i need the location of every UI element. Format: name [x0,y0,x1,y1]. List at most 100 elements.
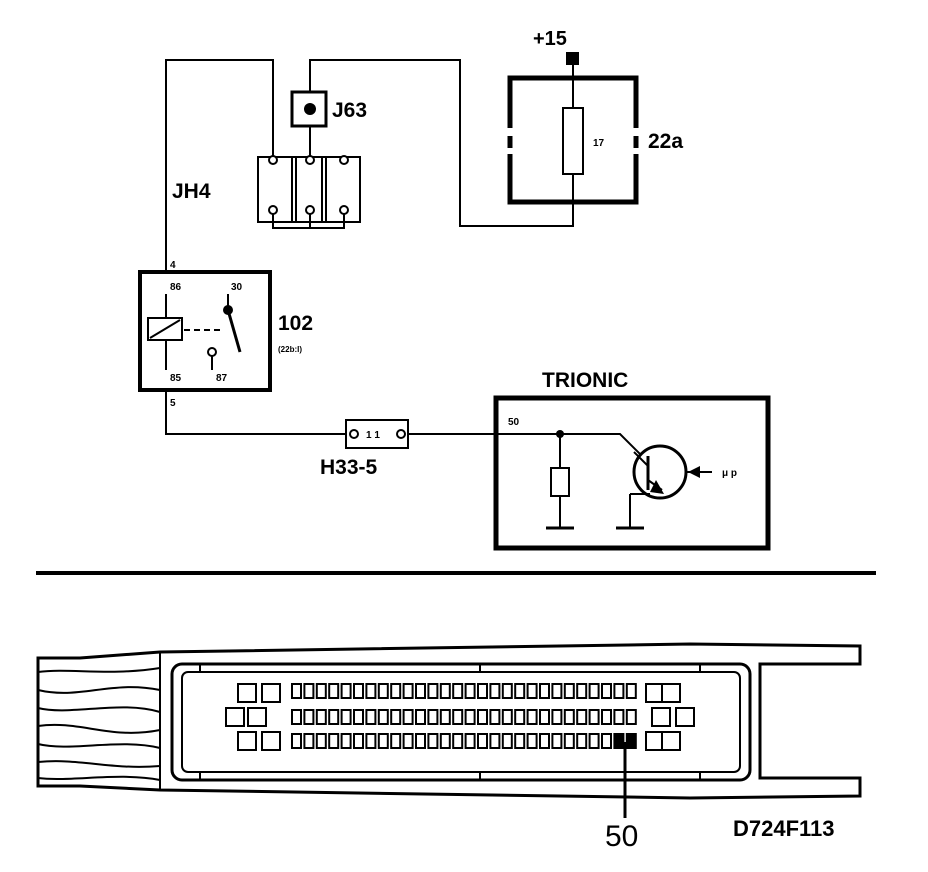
connector-pin [390,683,402,699]
connector-pin [390,709,402,725]
connector-pin [315,683,327,699]
connector-pin [291,709,302,725]
connector-pin [514,683,526,699]
plus15-terminal [566,52,579,65]
connector-pin [340,733,352,749]
connector-pin [588,709,600,725]
connector-cavity [661,731,681,751]
connector-pin [291,683,302,699]
connector-pin [588,683,600,699]
connector-pin [402,733,414,749]
connector-pin [365,733,377,749]
connector-cavity [661,683,681,703]
connector-pin [415,683,426,699]
trionic-node-dot [556,430,564,438]
connector-pin [291,733,302,749]
relay-pin-5: 5 [170,398,176,409]
connector-pin [613,683,625,699]
wire-j63-to-22a [309,59,574,227]
j63-label: J63 [332,99,367,122]
connector-pin [576,683,588,699]
connector-pin [328,709,340,725]
connector-cavity [651,707,671,727]
pin-50-label: 50 [605,820,638,853]
connector-pin [377,733,389,749]
connector-pin [625,683,637,699]
connector-pin [514,733,526,749]
connector-pin [563,683,575,699]
connector-pin [315,733,327,749]
connector-cavity [237,731,257,751]
connector-pin [539,683,550,699]
connector-pin [340,683,352,699]
connector-pin [501,709,513,725]
connector-pin [365,709,377,725]
connector-pin [340,709,352,725]
connector-pin [625,709,637,725]
connector-pin [328,733,340,749]
mu-p-label: μ p [722,468,737,479]
connector-pin [551,683,563,699]
connector-pin [427,709,439,725]
connector-pin [613,709,625,725]
relay-pin-30: 30 [231,282,243,293]
connector-pin [477,683,488,699]
relay-pin-87: 87 [216,373,228,384]
connector-pin [353,733,364,749]
relay-pin-85: 85 [170,373,182,384]
connector-cavity [237,683,257,703]
connector-pin [501,733,513,749]
connector-pin [415,709,426,725]
connector-pin [452,683,464,699]
transistor-arrow [650,480,664,494]
connector-pin [539,709,550,725]
wire-relay-to-h33 [165,390,348,435]
connector-pin [601,733,612,749]
connector-pin [365,683,377,699]
connector-pin [303,733,315,749]
connector-pin [427,733,439,749]
connector-pin [489,709,501,725]
connector-pin [501,683,513,699]
relay-contact-dot [223,305,233,315]
connector-pin [588,733,600,749]
connector-pin [353,683,364,699]
h33-inner-label: 1 1 [366,430,380,441]
h33-label: H33-5 [320,456,378,479]
jh4-label: JH4 [172,180,211,203]
connector-cavity [225,707,245,727]
connector-pin [439,709,451,725]
connector-pin [427,683,439,699]
connector-pin [601,683,612,699]
relay-label: 102 [278,312,313,335]
wire-relay-to-fuseblock [165,59,274,272]
relay-102 [138,270,272,392]
connector-pin [439,733,451,749]
connector-pin [526,733,538,749]
fuse-block [257,155,361,229]
connector-pin-50 [613,733,625,749]
connector-pin [353,709,364,725]
connector-pin [477,709,488,725]
connector-pin [551,709,563,725]
connector-pin [526,709,538,725]
connector-pin [415,733,426,749]
h33-connector [345,419,409,449]
connector-pin [452,733,464,749]
connector-pin [377,683,389,699]
connector-pin [477,733,488,749]
connector-pin [402,709,414,725]
connector-pin [601,709,612,725]
connector-pin [464,683,476,699]
connector-pin [576,733,588,749]
connector-pin [402,683,414,699]
connector-pin [539,733,550,749]
connector-pin [489,683,501,699]
diagram-code: D724F113 [733,816,835,841]
connector-pin [328,683,340,699]
connector-pin [526,683,538,699]
connector-pin [315,709,327,725]
trionic-label: TRIONIC [542,369,628,392]
connector-pin [464,709,476,725]
